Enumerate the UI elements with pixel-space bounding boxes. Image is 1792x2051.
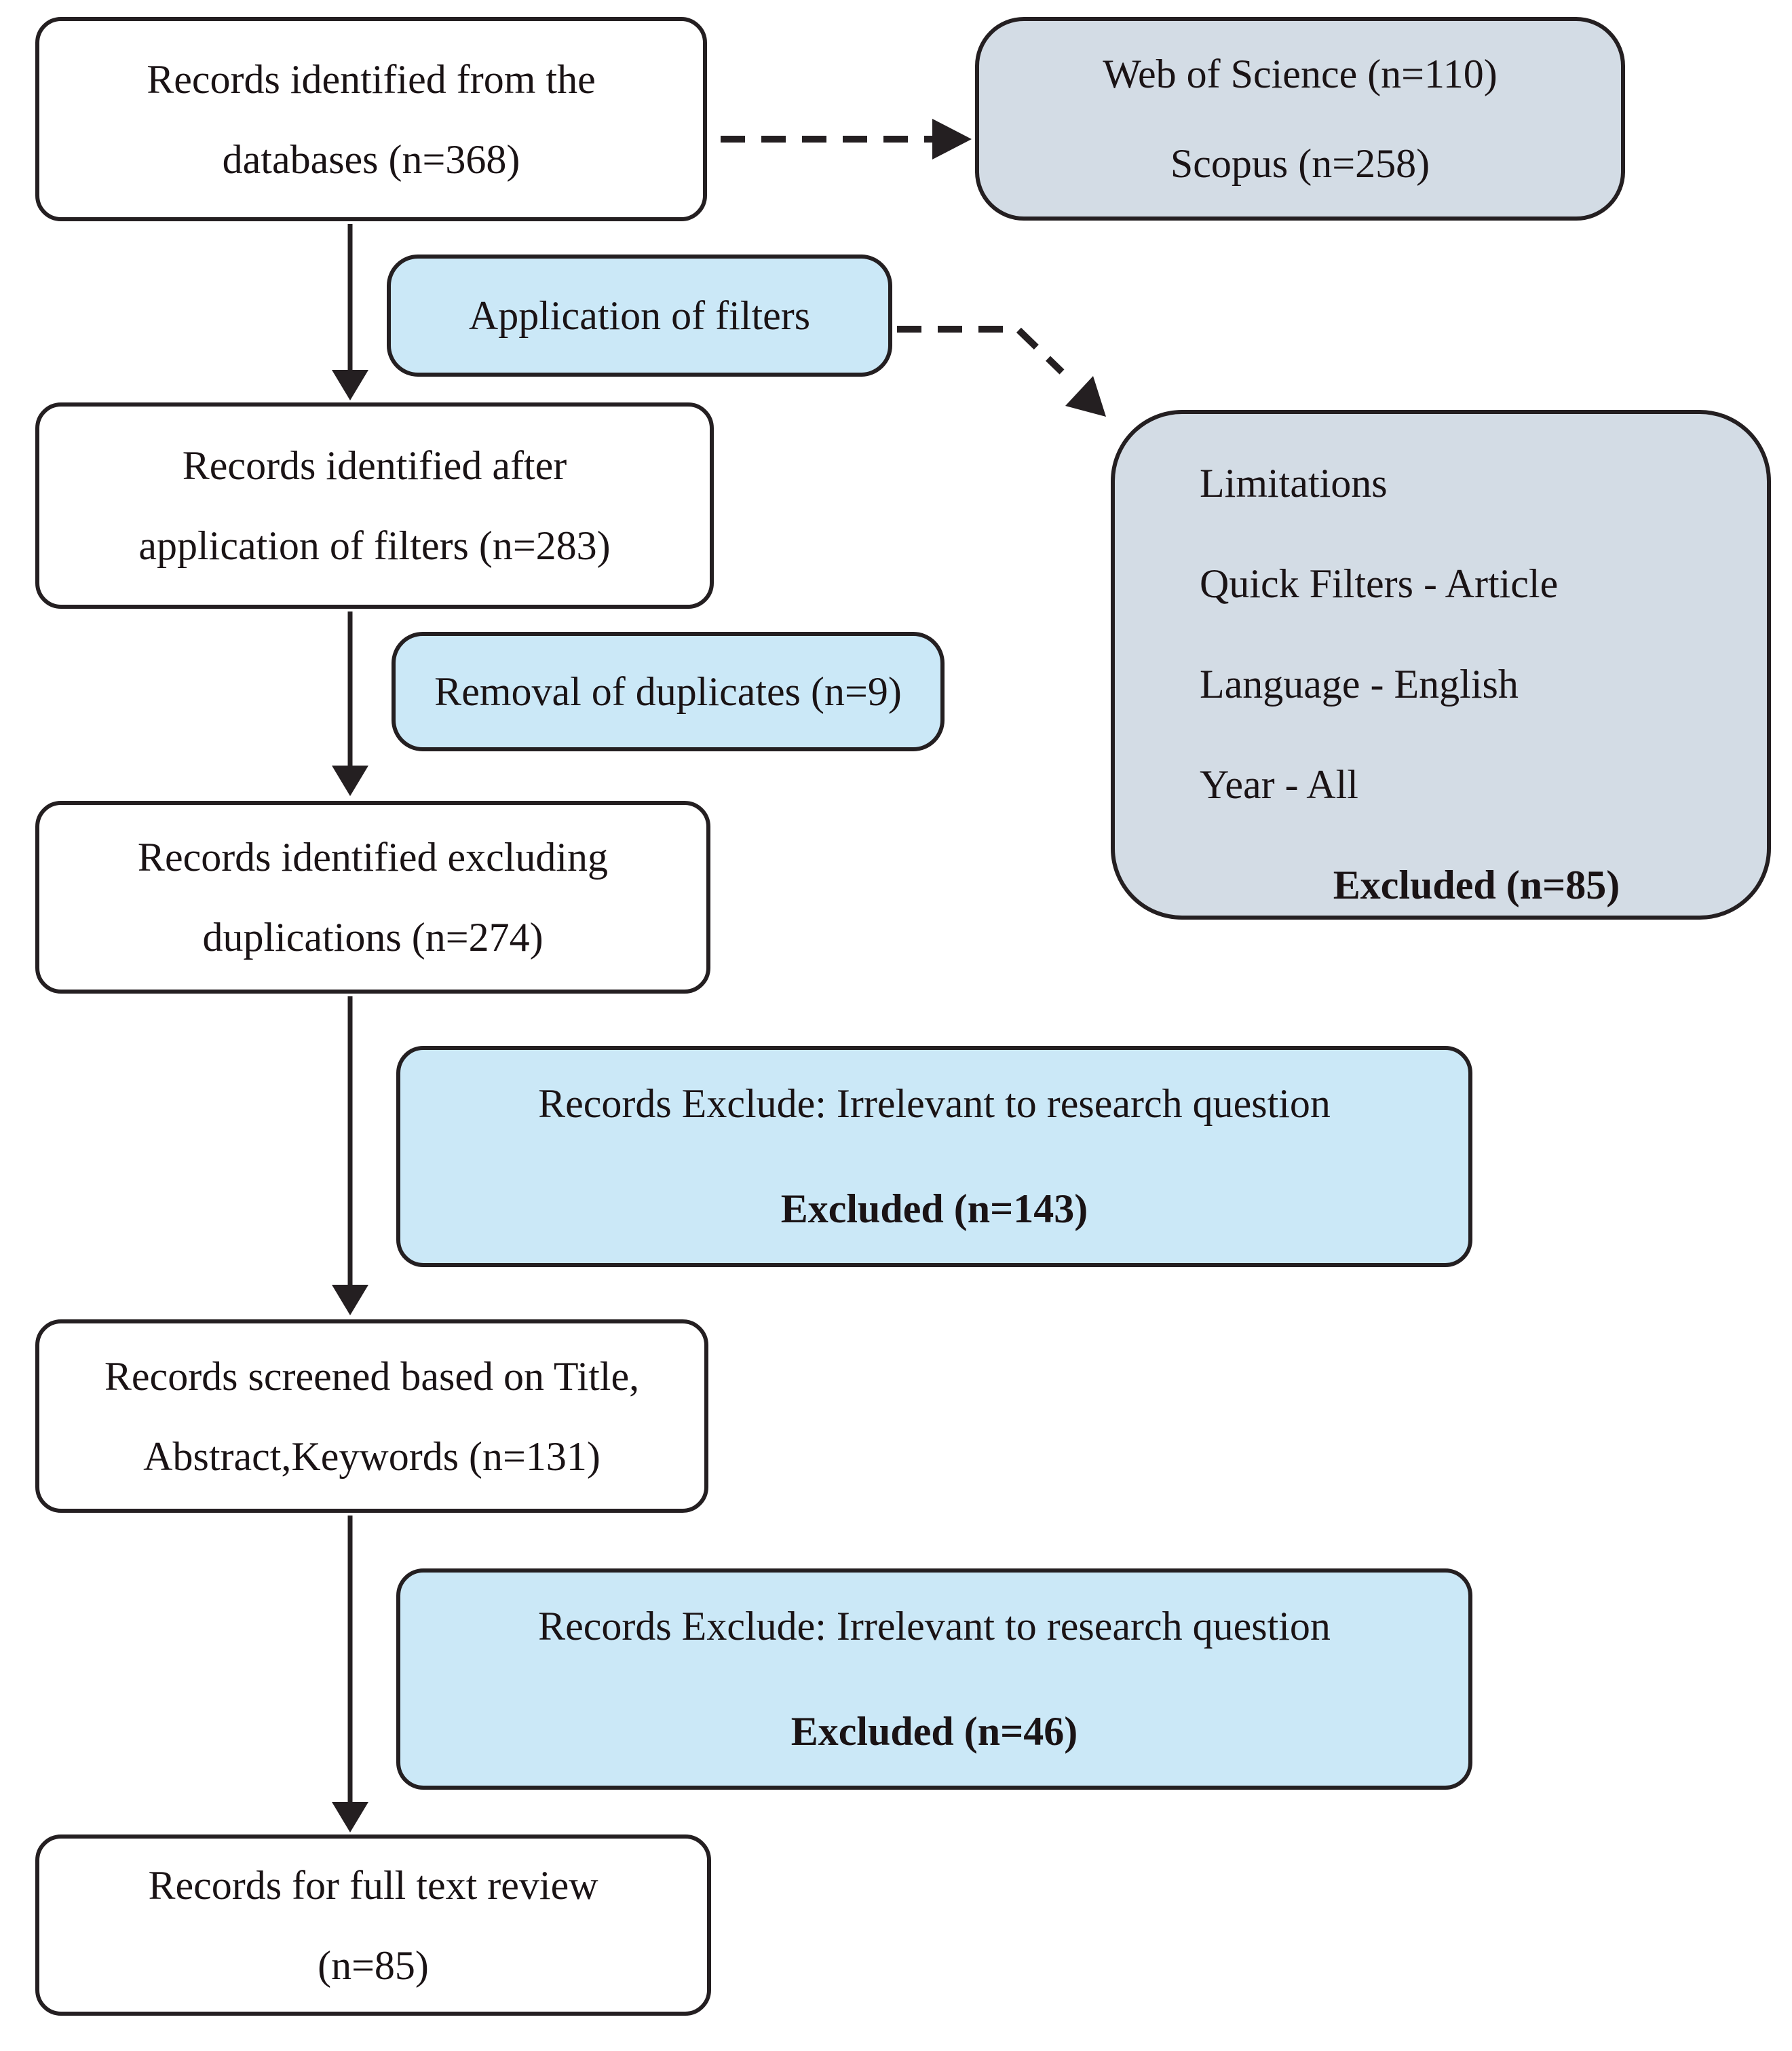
arrow-down-2 (332, 611, 368, 796)
limitations-content: Limitations Quick Filters - Article Lang… (1115, 414, 1767, 935)
flow-box-line: databases (n=368) (222, 136, 520, 182)
arrow-down-4 (332, 1516, 368, 1832)
process-label: Removal of duplicates (n=9) (434, 669, 902, 714)
sources-box: Web of Science (n=110) Scopus (n=258) (975, 17, 1625, 221)
source-line-web-of-science: Web of Science (n=110) (1103, 52, 1498, 96)
limitations-line: Year - All (1200, 762, 1358, 807)
flow-box-line: Abstract,Keywords (n=131) (143, 1433, 600, 1479)
flow-box-line: Records identified after (182, 443, 567, 488)
exclusion-reason: Records Exclude: Irrelevant to research … (538, 1604, 1331, 1649)
exclusion-reason: Records Exclude: Irrelevant to research … (538, 1081, 1331, 1126)
limitations-line: Limitations (1200, 461, 1388, 506)
flow-box-line: Records identified from the (147, 56, 596, 102)
arrow-down-3 (332, 996, 368, 1315)
limitations-excluded-count: Excluded (n=85) (1333, 863, 1620, 907)
flow-box-records-excluding-duplications: Records identified excluding duplication… (35, 801, 710, 994)
limitations-box: Limitations Quick Filters - Article Lang… (1111, 410, 1771, 920)
flow-box-records-identified-databases: Records identified from the databases (n… (35, 17, 707, 221)
flow-box-line: application of filters (n=283) (138, 523, 611, 568)
arrow-down-1 (332, 224, 368, 400)
flow-box-records-screened: Records screened based on Title, Abstrac… (35, 1319, 708, 1513)
process-box-application-of-filters: Application of filters (387, 255, 892, 377)
flow-box-records-full-text-review: Records for full text review (n=85) (35, 1834, 711, 2016)
limitations-line: Quick Filters - Article (1200, 561, 1559, 606)
exclusion-box-143: Records Exclude: Irrelevant to research … (396, 1046, 1472, 1267)
flow-box-line: Records for full text review (148, 1862, 598, 1908)
exclusion-count: Excluded (n=143) (780, 1186, 1088, 1231)
limitations-line: Language - English (1200, 662, 1519, 707)
process-box-removal-of-duplicates: Removal of duplicates (n=9) (392, 632, 945, 751)
flow-box-line: Records screened based on Title, (104, 1353, 640, 1399)
process-label: Application of filters (468, 293, 811, 338)
dashed-arrow-to-sources (721, 119, 972, 159)
flow-box-line: Records identified excluding (137, 835, 609, 880)
flow-box-line: (n=85) (318, 1942, 429, 1988)
exclusion-box-46: Records Exclude: Irrelevant to research … (396, 1568, 1472, 1790)
exclusion-count: Excluded (n=46) (790, 1709, 1078, 1754)
dashed-arrow-to-limitations (897, 326, 1106, 417)
flow-box-records-after-filters: Records identified after application of … (35, 402, 714, 609)
flow-box-line: duplications (n=274) (202, 915, 544, 960)
source-line-scopus: Scopus (n=258) (1170, 141, 1430, 186)
